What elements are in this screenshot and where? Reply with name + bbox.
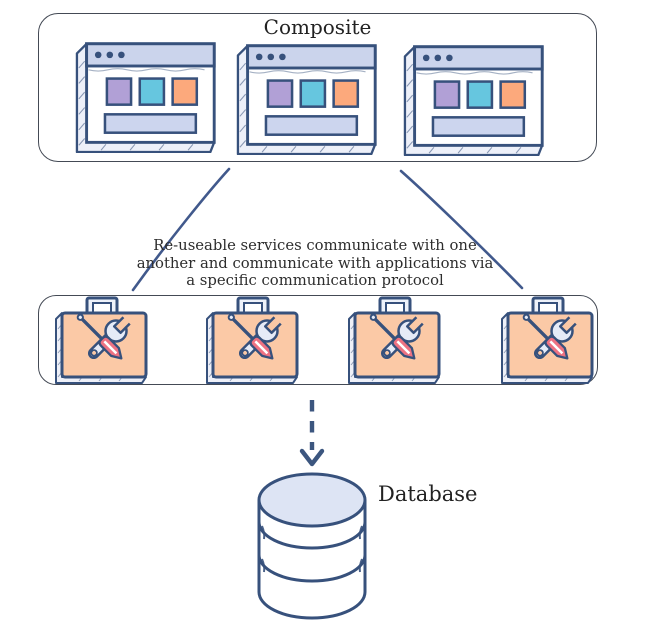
toolbox-icon: [498, 295, 598, 385]
annotation-line: Re-useable services communicate with one: [153, 237, 477, 254]
annotation-line: a specific communication protocol: [186, 272, 444, 290]
browser-window-icon: [398, 40, 553, 156]
toolbox-icon: [203, 295, 303, 385]
composite-title: Composite: [263, 15, 372, 39]
database-cylinder-icon: [257, 472, 367, 620]
database-label: Database: [378, 482, 478, 506]
browser-window-icon: [231, 39, 386, 155]
toolbox-icon: [345, 295, 445, 385]
dashed-down-arrow-icon: [299, 400, 325, 467]
browser-window-icon: [70, 37, 225, 153]
annotation-line: another and communicate with application…: [136, 254, 494, 272]
toolbox-icon: [52, 295, 152, 385]
annotation-text: Re-useable services communicate with one…: [135, 237, 495, 290]
